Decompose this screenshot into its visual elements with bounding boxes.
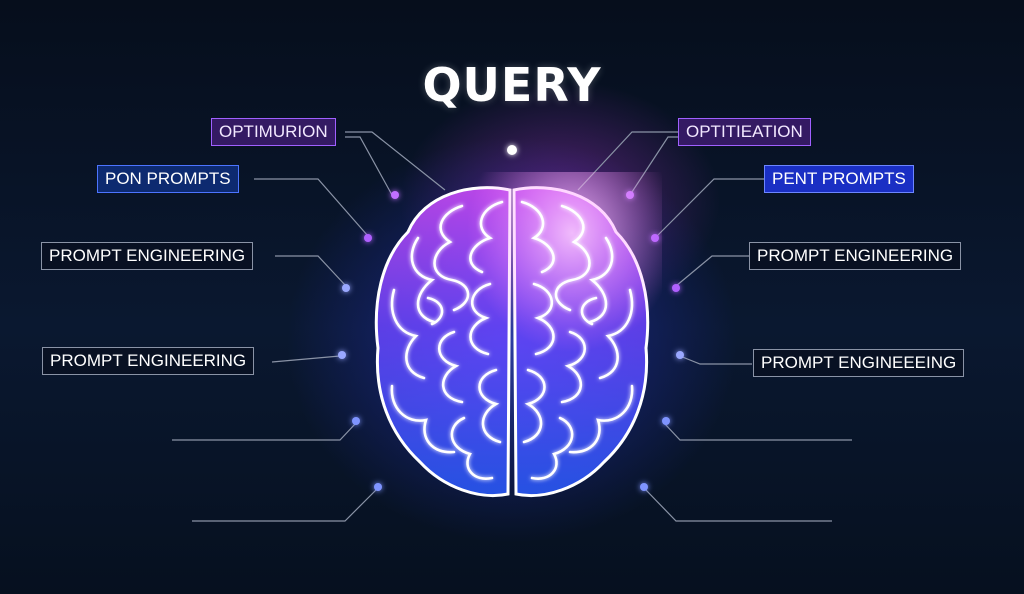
node-dot (352, 417, 360, 425)
brain-icon (362, 172, 662, 512)
node-dot (676, 351, 684, 359)
label-top-right: OPTITIEATION (678, 118, 811, 146)
connector-line (675, 255, 750, 287)
label-engineering-left-2: PROMPT ENGINEERING (42, 347, 255, 375)
label-engineering-left-1: PROMPT ENGINEERING (41, 242, 254, 270)
label-prompts-left: PON PROMPTS (97, 165, 239, 193)
connector-line (275, 255, 347, 287)
connector-line (643, 487, 832, 522)
node-dot (662, 417, 670, 425)
connector-line (577, 131, 678, 191)
connector-line (679, 355, 752, 365)
connector-line (271, 355, 341, 363)
connector-line (172, 422, 357, 441)
connector-line (345, 131, 446, 191)
connector-line (663, 422, 852, 441)
label-top-left: OPTIMURION (211, 118, 336, 146)
node-dot (672, 284, 680, 292)
label-engineering-right-1: PROMPT ENGINEERING (749, 242, 962, 270)
page-title: QUERY (422, 58, 602, 112)
label-prompts-right: PENT PROMPTS (764, 165, 914, 193)
label-engineering-right-2: PROMPT ENGINEEEING (753, 349, 965, 377)
node-dot (338, 351, 346, 359)
connector-line (254, 178, 369, 237)
node-dot (507, 145, 517, 155)
node-dot (342, 284, 350, 292)
connector-line (654, 178, 764, 239)
connector-line (192, 487, 379, 522)
